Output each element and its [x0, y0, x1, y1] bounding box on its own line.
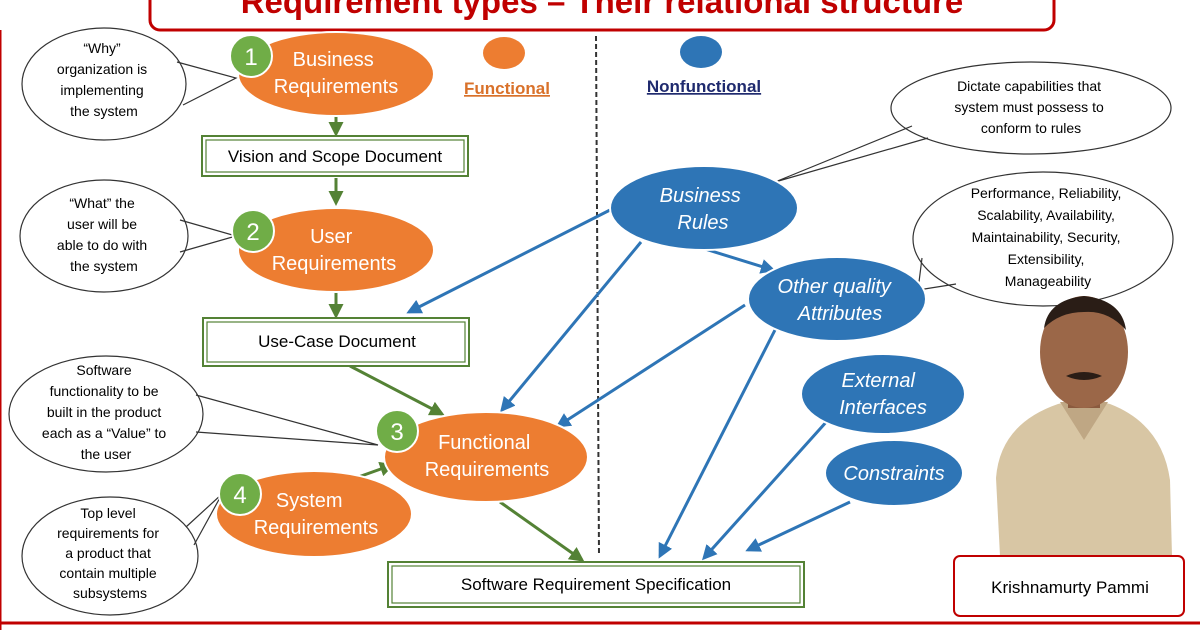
node-system-requirements-number: 4 — [233, 482, 246, 509]
arrow-rules-to-usecase — [406, 207, 613, 314]
callout-software-functionality: Software functionality to be built in th… — [8, 355, 379, 473]
author-name: Krishnamurty Pammi — [991, 578, 1149, 597]
document-use-case-label: Use-Case Document — [258, 332, 416, 351]
callout-dictate-capabilities-pointer — [774, 125, 929, 183]
node-user-requirements-number: 2 — [246, 219, 259, 246]
author-name-frame — [953, 555, 1185, 617]
nonfunctional-flow-arrows — [406, 207, 851, 561]
title-banner: Requirement types – Their relational str… — [148, 0, 1056, 32]
callout-dictate-capabilities: Dictate capabilities that system must po… — [774, 61, 1172, 183]
node-external-interfaces-oval — [800, 353, 966, 435]
legend-functional-swatch — [483, 37, 525, 69]
photo-mustache — [1066, 372, 1102, 380]
callout-software-functionality-text: Software functionality to be built in th… — [42, 362, 170, 462]
arrow-interfaces-to-srs — [701, 418, 830, 561]
node-external-interfaces: External Interfaces — [800, 353, 966, 435]
node-system-requirements-label: System Requirements — [254, 490, 379, 539]
node-functional-requirements-oval — [383, 411, 589, 503]
node-system-requirements-badge — [218, 472, 262, 516]
callout-dictate-capabilities-bubble — [890, 61, 1172, 155]
callout-quality-attributes-bubble — [912, 171, 1174, 307]
arrow-functional-to-srs — [499, 500, 585, 562]
callout-top-level: Top level requirements for a product tha… — [21, 493, 223, 616]
document-vision-scope-label: Vision and Scope Document — [228, 147, 442, 166]
callout-why-pointer — [176, 61, 238, 106]
node-functional-requirements: Functional Requirements 3 — [375, 409, 589, 503]
person-photo-icon — [996, 296, 1172, 556]
callout-what-text: “What” the user will be able to do with … — [57, 195, 151, 274]
node-user-requirements-label: User Requirements — [272, 226, 397, 275]
node-user-requirements: User Requirements 2 — [231, 207, 435, 293]
photo-hair — [1044, 296, 1126, 330]
node-constraints: Constraints — [824, 439, 964, 507]
node-business-requirements-number: 1 — [244, 44, 257, 71]
node-constraints-oval — [824, 439, 964, 507]
node-other-quality-attributes-label: Other quality Attributes — [778, 276, 897, 325]
node-business-requirements: Business Requirements 1 — [229, 31, 435, 117]
document-srs-inner — [391, 565, 801, 604]
node-other-quality-attributes-oval — [747, 256, 927, 342]
callout-why-text: “Why” organization is implementing the s… — [57, 40, 151, 119]
document-vision-scope-inner — [205, 139, 465, 173]
callout-top-level-bubble — [21, 496, 199, 616]
node-business-rules-label: Business Rules — [660, 185, 747, 234]
callout-quality-attributes: Performance, Reliability, Scalability, A… — [912, 171, 1174, 307]
arrow-rules-to-functional — [500, 241, 643, 413]
legend-functional-label: Functional — [464, 79, 550, 98]
node-business-rules-oval — [609, 165, 799, 251]
callout-quality-attributes-text: Performance, Reliability, Scalability, A… — [971, 185, 1126, 289]
arrow-quality-to-functional — [555, 303, 746, 428]
callout-dictate-capabilities-text: Dictate capabilities that system must po… — [954, 78, 1107, 136]
title-frame — [148, 0, 1056, 32]
arrow-usecase-to-functional — [349, 364, 445, 416]
node-functional-requirements-label: Functional Requirements — [425, 432, 550, 481]
photo-face — [1040, 296, 1128, 408]
callout-top-level-text: Top level requirements for a product tha… — [57, 505, 163, 601]
node-business-requirements-oval — [237, 31, 435, 117]
node-other-quality-attributes: Other quality Attributes — [747, 256, 927, 342]
node-functional-requirements-number: 3 — [390, 419, 403, 446]
document-vision-scope: Vision and Scope Document — [201, 135, 469, 177]
node-system-requirements-oval — [215, 470, 413, 558]
node-system-requirements: System Requirements 4 — [215, 470, 413, 558]
node-functional-requirements-badge — [375, 409, 419, 453]
node-business-requirements-badge — [229, 34, 273, 78]
node-external-interfaces-label: External Interfaces — [839, 370, 927, 419]
callout-what-bubble — [19, 179, 189, 293]
document-use-case-inner — [206, 321, 466, 363]
node-business-rules: Business Rules — [609, 165, 799, 251]
photo-collar — [1060, 402, 1108, 440]
legend: Functional Nonfunctional — [464, 36, 761, 98]
callout-why: “Why” organization is implementing the s… — [21, 27, 238, 141]
legend-nonfunctional-swatch — [680, 36, 722, 68]
photo-shirt — [996, 398, 1172, 556]
arrow-quality-to-srs — [658, 327, 778, 559]
node-user-requirements-badge — [231, 209, 275, 253]
node-constraints-label: Constraints — [843, 463, 944, 485]
document-srs: Software Requirement Specification — [387, 561, 805, 608]
document-use-case: Use-Case Document — [202, 317, 470, 367]
callout-software-functionality-pointer — [195, 394, 379, 446]
callout-why-bubble — [21, 27, 187, 141]
document-srs-label: Software Requirement Specification — [461, 575, 731, 594]
diagram-title: Requirement types – Their relational str… — [241, 0, 964, 20]
author-name-box: Krishnamurty Pammi — [953, 555, 1185, 617]
node-business-requirements-label: Business Requirements — [274, 49, 399, 98]
legend-nonfunctional-label: Nonfunctional — [647, 77, 761, 96]
callout-software-functionality-bubble — [8, 355, 204, 473]
node-user-requirements-oval — [237, 207, 435, 293]
arrow-rules-to-quality — [704, 247, 776, 274]
arrow-constraints-to-srs — [745, 500, 851, 552]
callout-what: “What” the user will be able to do with … — [19, 179, 239, 293]
